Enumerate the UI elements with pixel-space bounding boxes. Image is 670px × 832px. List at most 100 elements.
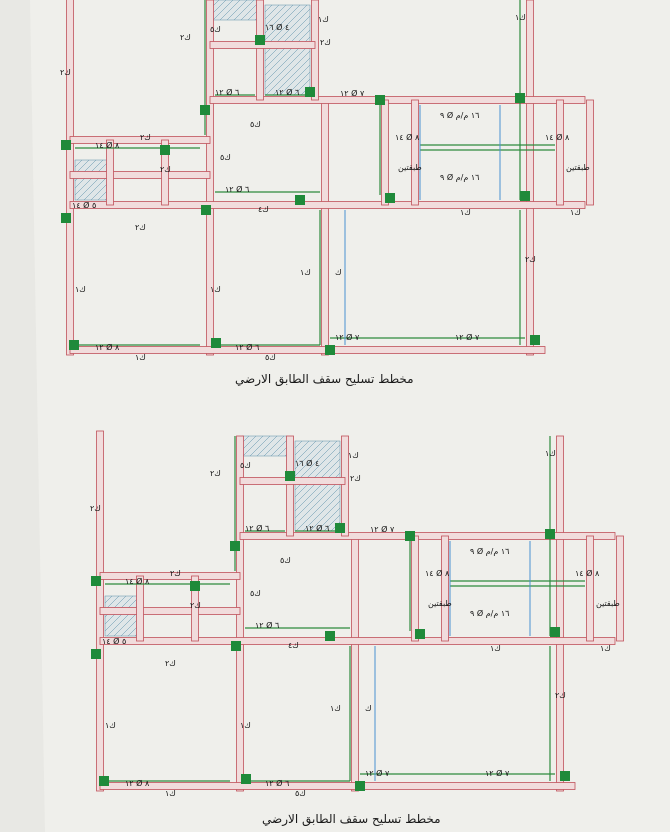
column <box>295 195 305 205</box>
column <box>211 338 221 348</box>
rebar-label: ١٢ Ø ٧ <box>370 524 395 534</box>
rebar-label: طبقتين <box>428 599 452 608</box>
rebar-label: ك٢ <box>320 38 331 47</box>
rebar-label: ١٢ Ø ٨ <box>125 778 150 788</box>
rebar-label: ١٤ Ø ٨ <box>95 140 120 150</box>
rebar-label: ك٢ <box>555 691 566 700</box>
beam <box>441 535 449 642</box>
hatch-line <box>242 435 264 457</box>
beam <box>556 99 564 206</box>
beam <box>239 532 616 540</box>
rebar-label: ك٥ <box>265 353 276 362</box>
rebar-label: ك٤ <box>288 641 299 650</box>
column <box>91 576 101 586</box>
column <box>355 781 365 791</box>
rebar-label: ك٥ <box>220 153 231 162</box>
hatched-area <box>264 4 311 96</box>
beam <box>586 99 594 206</box>
beam <box>321 99 329 356</box>
hatch-line <box>279 64 311 96</box>
rebar-label: ١٢ Ø ٧ <box>455 332 480 342</box>
column <box>405 531 415 541</box>
rebar-label: ك٢ <box>165 659 176 668</box>
column <box>545 529 555 539</box>
rebar-label: ك٢ <box>525 255 536 264</box>
rebar-label: ١٢ Ø ٨ <box>95 342 120 352</box>
hatched-area <box>74 159 111 201</box>
column <box>91 649 101 659</box>
hatch-line <box>226 0 248 21</box>
hatch-line <box>265 50 311 96</box>
rebar-label: ك٢ <box>170 569 181 578</box>
rebar-label: ك٢ <box>210 469 221 478</box>
hatch-line <box>295 486 341 532</box>
column <box>61 213 71 223</box>
column <box>201 205 211 215</box>
beam <box>311 0 319 101</box>
beam <box>526 0 534 356</box>
hatch-line <box>294 440 310 456</box>
hatch-line <box>294 440 317 463</box>
column <box>375 95 385 105</box>
rebar-label: ١٢ Ø ٧ <box>365 768 390 778</box>
rebar-label: طبقتين <box>596 599 620 608</box>
rebar-label: ١٢ Ø ٦ <box>245 523 269 533</box>
hatch-line <box>316 507 341 532</box>
hatch-line <box>264 43 311 90</box>
rebar-label: ك٢ <box>160 165 171 174</box>
hatch-line <box>309 500 341 532</box>
column <box>560 771 570 781</box>
rebar-label: ك٥ <box>250 589 261 598</box>
rebar-label: ١٢ Ø ٦ <box>275 87 299 97</box>
plan-title-top: مخطط تسليح سقف الطابق الارضي <box>235 372 414 386</box>
hatch-line <box>212 0 234 21</box>
rebar-label: ١٤ Ø ٨ <box>575 568 600 578</box>
rebar-label: ١٤ Ø ٥ <box>102 636 126 646</box>
rebar-label: ك٥ <box>240 461 251 470</box>
hatch-line <box>264 4 308 48</box>
beam <box>106 139 114 206</box>
beam <box>411 99 419 206</box>
hatch-line <box>294 440 331 477</box>
column <box>325 345 335 355</box>
hatch-line <box>233 0 255 21</box>
rebar-label: ك١ <box>240 721 251 730</box>
rebar-label: ٩ Ø ١٦ م/م <box>440 172 479 182</box>
hatch-line <box>264 4 273 13</box>
hatch-line <box>247 10 258 21</box>
rebar-label: ك٥ <box>210 25 221 34</box>
column <box>241 774 251 784</box>
beam <box>209 96 586 104</box>
rebar-label: ١٢ Ø ٦ <box>235 342 259 352</box>
column <box>231 641 241 651</box>
beam <box>69 201 586 209</box>
rebar-label: ك٥ <box>295 789 306 798</box>
hatch-line <box>264 4 280 20</box>
rebar-label: ٩ Ø ١٦ م/م <box>470 608 509 618</box>
hatch-line <box>263 435 285 457</box>
rebar-label: ك١ <box>460 208 471 217</box>
beam <box>191 575 199 642</box>
hatch-line <box>294 465 341 512</box>
hatch-line <box>294 440 324 470</box>
hatch-line <box>302 493 341 532</box>
beam <box>69 171 211 179</box>
rebar-label: ك٢ <box>190 601 201 610</box>
rebar-label: ١٦ Ø ٤ <box>295 458 319 468</box>
rebar-label: ك٢ <box>350 474 361 483</box>
column <box>285 471 295 481</box>
hatch-line <box>264 4 287 27</box>
beam <box>256 0 264 101</box>
rebar-label: ك١ <box>330 704 341 713</box>
rebar-label: ١٦ Ø ٤ <box>265 22 289 32</box>
rebar-label: طبقتين <box>398 163 422 172</box>
hatch-line <box>264 4 294 34</box>
rebar-label: ك١ <box>600 644 611 653</box>
rebar-label: ١٤ Ø ٨ <box>395 132 420 142</box>
rebar-label: ك <box>335 268 342 277</box>
hatched-area <box>211 0 258 21</box>
column <box>385 193 395 203</box>
column <box>200 105 210 115</box>
